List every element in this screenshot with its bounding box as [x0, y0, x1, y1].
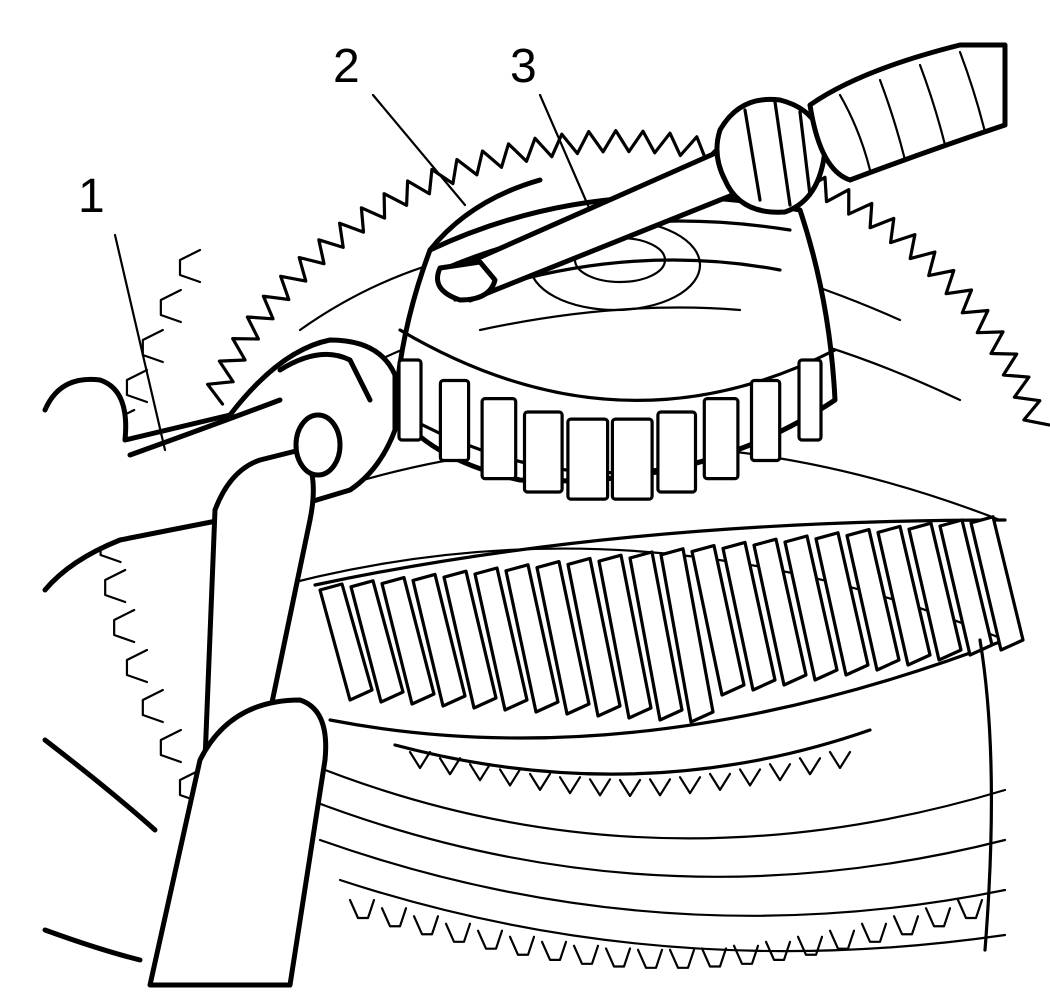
bearing-roller: [797, 358, 823, 442]
left-tooth: [125, 648, 149, 684]
left-tooth: [113, 608, 136, 644]
helical-tooth: [938, 518, 994, 657]
callout-3: 3: [510, 40, 537, 93]
bottom-tooth: [412, 915, 440, 936]
synchro-tooth: [738, 768, 762, 787]
bearing-roller: [566, 417, 610, 501]
helical-gear: [313, 515, 1025, 740]
helical-tooth: [721, 540, 777, 692]
leader-line-1: [113, 233, 167, 452]
helical-tooth: [504, 563, 560, 714]
synchro-tooth: [678, 776, 702, 795]
bottom-tooth: [700, 947, 728, 968]
leader-line-2: [371, 93, 467, 207]
helical-tooth: [969, 515, 1025, 652]
synchro-tooth: [528, 772, 552, 791]
left-tooth: [125, 368, 149, 404]
helical-tooth: [318, 582, 374, 702]
helical-tooth: [535, 560, 591, 716]
bottom-tooth: [764, 940, 792, 961]
bottom-tooth: [892, 915, 920, 936]
helical-tooth: [845, 528, 901, 672]
synchro-tooth: [648, 778, 672, 797]
callout-labels: 1 2 3: [78, 40, 537, 223]
bearing-roller: [702, 397, 740, 481]
synchro-tooth: [498, 768, 522, 787]
bearing-roller: [749, 378, 782, 463]
helical-tooth: [473, 566, 529, 712]
helical-tooth: [659, 547, 715, 724]
left-tooth: [141, 328, 164, 364]
synchro-tooth: [558, 776, 582, 795]
bottom-tooth: [668, 948, 696, 969]
helical-tooth: [876, 524, 932, 667]
bottom-tooth: [476, 929, 504, 950]
helical-tooth: [814, 531, 870, 677]
lower-hub: [298, 638, 1007, 969]
synchro-tooth: [798, 757, 822, 776]
bearing-roller: [438, 378, 471, 463]
bottom-tooth: [604, 947, 632, 968]
synchro-tooth: [408, 750, 432, 770]
bottom-tooth: [828, 929, 856, 950]
synchro-tooth: [468, 763, 492, 782]
bearing-roller: [522, 410, 564, 494]
left-tooth: [178, 248, 202, 284]
left-tooth: [159, 288, 182, 324]
callout-2: 2: [333, 40, 360, 93]
synchro-tooth: [588, 778, 612, 797]
bottom-tooth: [732, 944, 760, 965]
helical-tooth: [752, 537, 808, 687]
bottom-tooth: [380, 907, 408, 928]
synchro-tooth: [768, 763, 792, 782]
bearing-roller: [656, 410, 698, 494]
left-tooth: [159, 728, 182, 764]
screwdriver: [435, 42, 1008, 303]
helical-tooth: [907, 521, 963, 662]
helical-tooth: [628, 550, 684, 722]
bottom-tooth: [956, 898, 984, 920]
helical-tooth: [566, 556, 622, 718]
helical-tooth: [597, 553, 653, 720]
left-tooth: [104, 568, 127, 604]
bottom-tooth: [860, 922, 888, 943]
bottom-tooth: [348, 898, 376, 920]
snap-ring-pliers: [42, 337, 398, 988]
synchro-ring: [393, 728, 872, 798]
helical-tooth: [411, 572, 467, 708]
bottom-tooth: [636, 948, 664, 969]
bottom-tooth: [796, 935, 824, 956]
helical-tooth: [783, 534, 839, 682]
helical-tooth: [380, 576, 436, 706]
helical-tooth: [442, 569, 498, 710]
synchro-tooth: [828, 750, 852, 770]
synchro-tooth: [438, 757, 462, 776]
bearing-roller: [610, 417, 654, 501]
callout-1: 1: [78, 170, 105, 223]
leader-line-3: [538, 93, 592, 212]
bearing-roller: [480, 397, 518, 481]
synchro-tooth: [708, 772, 732, 791]
bearing-roller: [397, 358, 423, 442]
leader-lines: [113, 93, 592, 452]
helical-tooth: [349, 579, 405, 704]
left-tooth: [141, 688, 164, 724]
helical-tooth: [690, 544, 746, 697]
bottom-tooth: [924, 907, 952, 928]
bottom-tooth: [444, 922, 472, 943]
bottom-tooth: [508, 935, 536, 956]
bottom-tooth: [540, 940, 568, 961]
synchro-tooth: [618, 778, 642, 798]
bottom-tooth: [572, 944, 600, 965]
